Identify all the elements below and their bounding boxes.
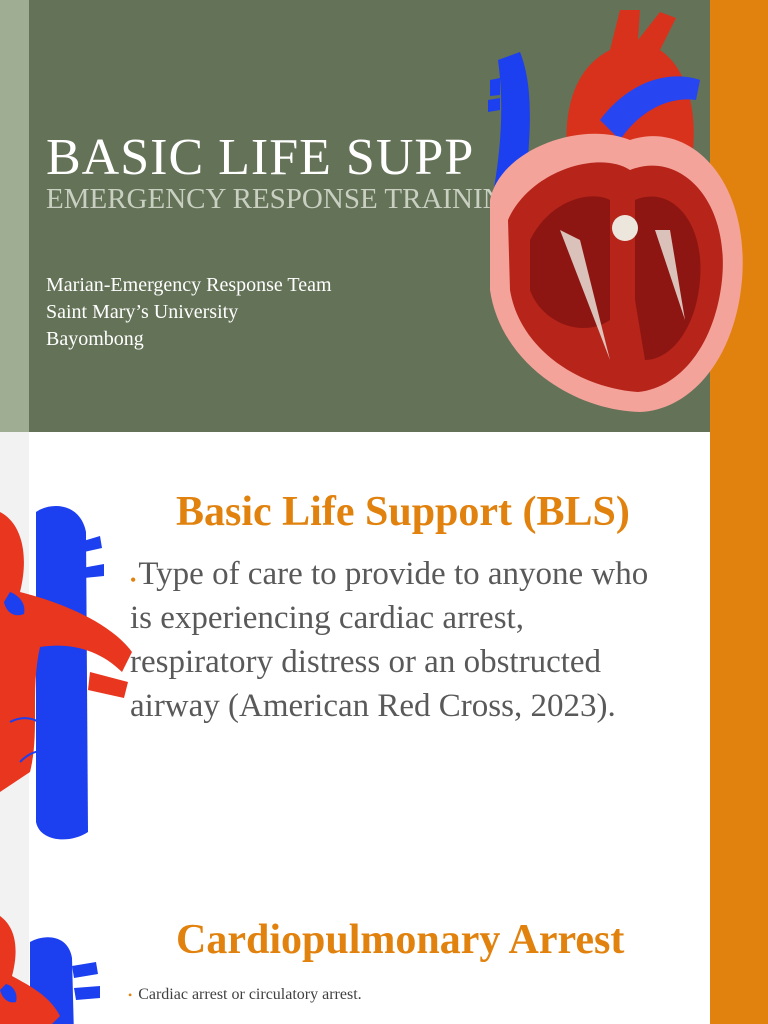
bullet-text: Type of care to provide to anyone who is… bbox=[130, 556, 649, 724]
heart-cross-section-image bbox=[488, 10, 743, 412]
bullet-item: • Cardiac arrest or circulatory arrest. bbox=[128, 986, 362, 1004]
slide-title: BASIC LIFE SUPP bbox=[46, 129, 475, 186]
bullet-dot-icon: • bbox=[128, 988, 133, 1002]
left-accent-strip bbox=[0, 0, 29, 432]
heart-vessels-image bbox=[0, 916, 100, 1024]
bullet-text: Cardiac arrest or circulatory arrest. bbox=[138, 986, 362, 1003]
bullet-paragraph: •Type of care to provide to anyone who i… bbox=[130, 552, 650, 728]
slide-heading: Cardiopulmonary Arrest bbox=[176, 917, 625, 963]
organization-block: Marian-Emergency Response Team Saint Mar… bbox=[46, 272, 332, 353]
cardiopulmonary-arrest-slide: Cardiopulmonary Arrest • Cardiac arrest o… bbox=[0, 866, 768, 1024]
title-slide: BASIC LIFE SUPP EMERGENCY RESPONSE TRAIN… bbox=[0, 0, 768, 432]
org-line-team: Marian-Emergency Response Team bbox=[46, 274, 332, 296]
slide-heading: Basic Life Support (BLS) bbox=[176, 489, 630, 535]
right-accent-strip bbox=[710, 866, 768, 1024]
org-line-university: Saint Mary’s University bbox=[46, 301, 239, 323]
slide-subtitle: EMERGENCY RESPONSE TRAINING 2 bbox=[46, 183, 547, 215]
bullet-dot-icon: • bbox=[130, 570, 137, 590]
bls-definition-slide: Basic Life Support (BLS) •Type of care t… bbox=[0, 432, 768, 866]
org-line-location: Bayombong bbox=[46, 328, 144, 350]
heart-vessels-image bbox=[0, 506, 132, 840]
right-accent-strip bbox=[710, 432, 768, 866]
